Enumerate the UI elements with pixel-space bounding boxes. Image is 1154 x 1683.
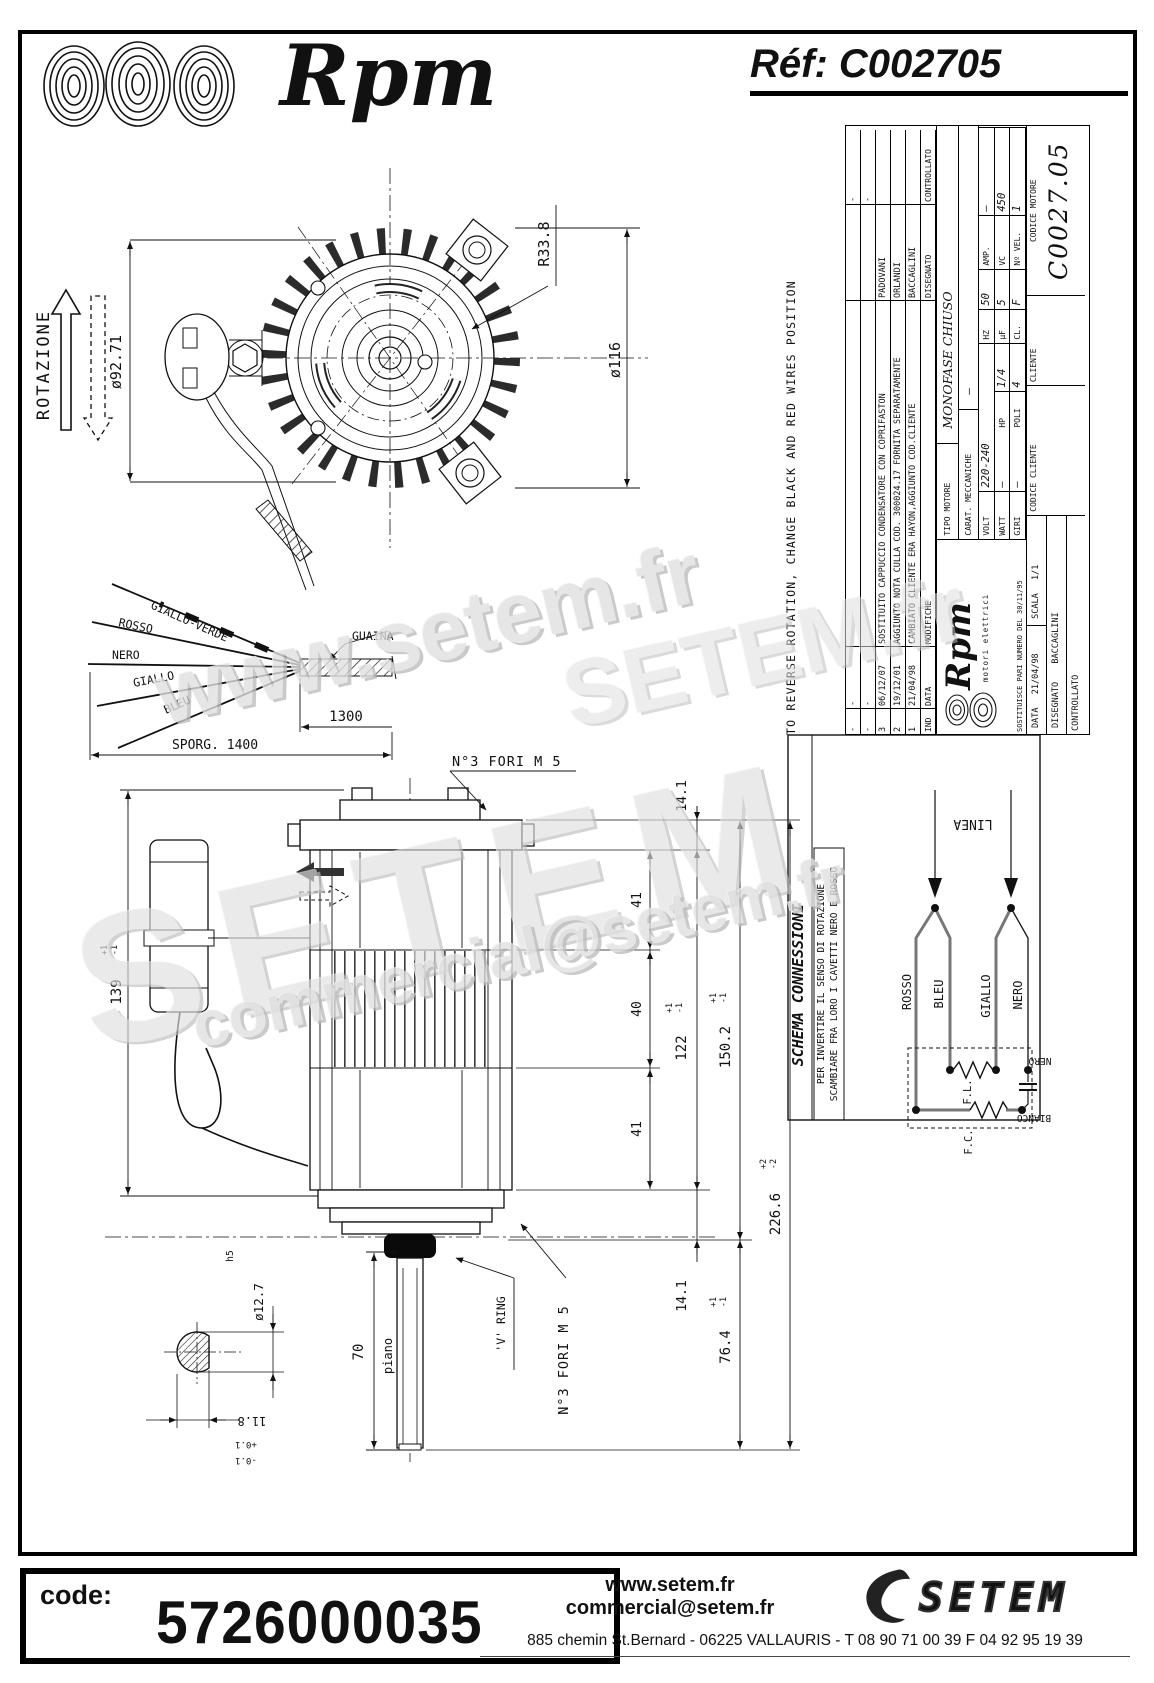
wire-nero: NERO — [112, 648, 140, 662]
wire-giallo-verde: GIALLO-VERDE — [149, 598, 231, 645]
holes-top-label: N°3 FORI M 5 — [452, 754, 562, 770]
dim-122: 122 — [674, 1035, 690, 1060]
guaina-label: GUAINA — [352, 629, 394, 643]
dim-116: ø116 — [606, 342, 624, 378]
schema-giallo: GIALLO — [979, 974, 993, 1017]
vring-label: 'V' RING — [494, 1296, 508, 1351]
dim-139: 139 — [109, 979, 125, 1004]
footer-address: 885 chemin St.Bernard - 06225 VALLAURIS … — [480, 1632, 1130, 1657]
dim-127: ø12.7 — [251, 1283, 266, 1321]
dim-70: 70 — [351, 1344, 367, 1361]
svg-text:-1: -1 — [675, 1003, 685, 1013]
rpm-logo — [43, 41, 235, 127]
codice-cliente-cell: CODICE CLIENTE — [1027, 385, 1085, 515]
dim-bolt-circle — [127, 239, 336, 483]
schema-title: SCHEMA CONNESSIONI — [789, 904, 807, 1067]
codice-motore-cell: CODICE MOTORE C0027.05 — [1029, 141, 1073, 280]
wire-giallo: GIALLO — [132, 668, 176, 690]
code-box: code: 5726000035 — [20, 1568, 620, 1664]
schema-nero: NERO — [1011, 981, 1025, 1010]
rotation-arrows — [50, 288, 114, 442]
fl-label: F.L. — [962, 1079, 974, 1104]
h5-label: h5 — [225, 1250, 236, 1261]
reference-number: Réf: C002705 — [750, 42, 1128, 96]
linea-label: LINEA — [953, 816, 992, 831]
wire-rosso: ROSSO — [117, 615, 154, 636]
side-view: N°3 FORI M 5 139 +1 -1 — [100, 754, 800, 1465]
cable-front — [205, 391, 315, 591]
svg-text:+1: +1 — [100, 945, 110, 955]
footer-site: www.setem.fr — [605, 1574, 735, 1596]
svg-text:+2: +2 — [759, 1159, 769, 1169]
svg-text:PER INVERTIRE IL SENSO DI ROTA: PER INVERTIRE IL SENSO DI ROTAZIONE — [816, 884, 827, 1084]
schema-rosso: ROSSO — [900, 974, 914, 1010]
dim-1300: 1300 — [329, 709, 363, 725]
dim-764: 76.4 — [718, 1330, 734, 1364]
dim-41-bot: 41 — [630, 1121, 645, 1137]
svg-text:-1: -1 — [719, 993, 729, 1003]
capacitor-front — [164, 313, 263, 401]
setem-swoosh-icon — [866, 1569, 913, 1623]
piano-label: piano — [381, 1338, 395, 1374]
cliente-cell: CLIENTE — [1027, 295, 1085, 386]
svg-text:SCAMBIARE FRA LORO I CAVETTI N: SCAMBIARE FRA LORO I CAVETTI NERO E ROSS… — [829, 866, 840, 1101]
svg-text:+1: +1 — [709, 993, 719, 1003]
svg-text:-1: -1 — [719, 1297, 729, 1307]
titleblock-logo: Rpm motori elettrici SOSTITUISCE PARI NU… — [937, 538, 1026, 734]
svg-text:-2: -2 — [769, 1159, 779, 1169]
front-view: ROTAZIONE ø92.71 ø116 R33.8 — [34, 168, 648, 591]
code-value: 5726000035 — [156, 1589, 483, 1656]
svg-text:+0.1: +0.1 — [235, 1439, 257, 1449]
rotation-label: ROTAZIONE — [34, 310, 54, 420]
footer-email: commercial@setem.fr — [565, 1597, 775, 1619]
dim-outer — [515, 227, 640, 489]
cable-view: GIALLO-VERDE ROSSO NERO GIALLO BLEU GUAI… — [87, 583, 397, 760]
fc-label: F.C. — [963, 1129, 975, 1154]
footer-contacts: www.setem.fr commercial@setem.fr — [510, 1574, 830, 1620]
connection-schema: SCHEMA CONNESSIONI PER INVERTIRE IL SENS… — [787, 734, 1052, 1155]
svg-text:+1: +1 — [665, 1003, 675, 1013]
svg-text:+1: +1 — [709, 1297, 719, 1307]
capacitor-side — [143, 839, 310, 1167]
code-label: code: — [40, 1580, 113, 1610]
nero-cap-label: NERO — [1028, 1055, 1051, 1066]
setem-logo-text: SETEM — [919, 1575, 1069, 1621]
dim-92-71: ø92.71 — [107, 335, 125, 389]
brand-text: Rpm — [280, 26, 498, 125]
dim-118: 11.8 — [238, 1414, 267, 1428]
schema-bleu: BLEU — [932, 980, 946, 1009]
dim-r33-8: R33.8 — [535, 221, 553, 266]
dim-141-top: 14.1 — [675, 780, 690, 811]
svg-text:-0.1: -0.1 — [235, 1455, 257, 1465]
technical-drawing: ROTAZIONE ø92.71 ø116 R33.8 — [34, 168, 1052, 1465]
setem-logo: SETEM — [866, 1569, 1069, 1623]
wire-bleu: BLEU — [162, 693, 193, 717]
dim-141-bot: 14.1 — [675, 1280, 690, 1311]
bianco-label: BIANCO — [1017, 1112, 1052, 1123]
dim-1502: 150.2 — [718, 1026, 734, 1068]
shaft-detail: ø12.7 h5 11.8 +0.1 -0.1 — [146, 1250, 284, 1465]
dim-41-top: 41 — [630, 892, 645, 908]
dim-40: 40 — [630, 1001, 645, 1017]
dim-sporg-1400: SPORG. 1400 — [172, 738, 258, 753]
holes-bottom-label: N°3 FORI M 5 — [556, 1305, 572, 1415]
dim-2266: 226.6 — [768, 1193, 784, 1235]
coil-icon — [43, 41, 235, 127]
svg-text:-1: -1 — [110, 945, 120, 955]
